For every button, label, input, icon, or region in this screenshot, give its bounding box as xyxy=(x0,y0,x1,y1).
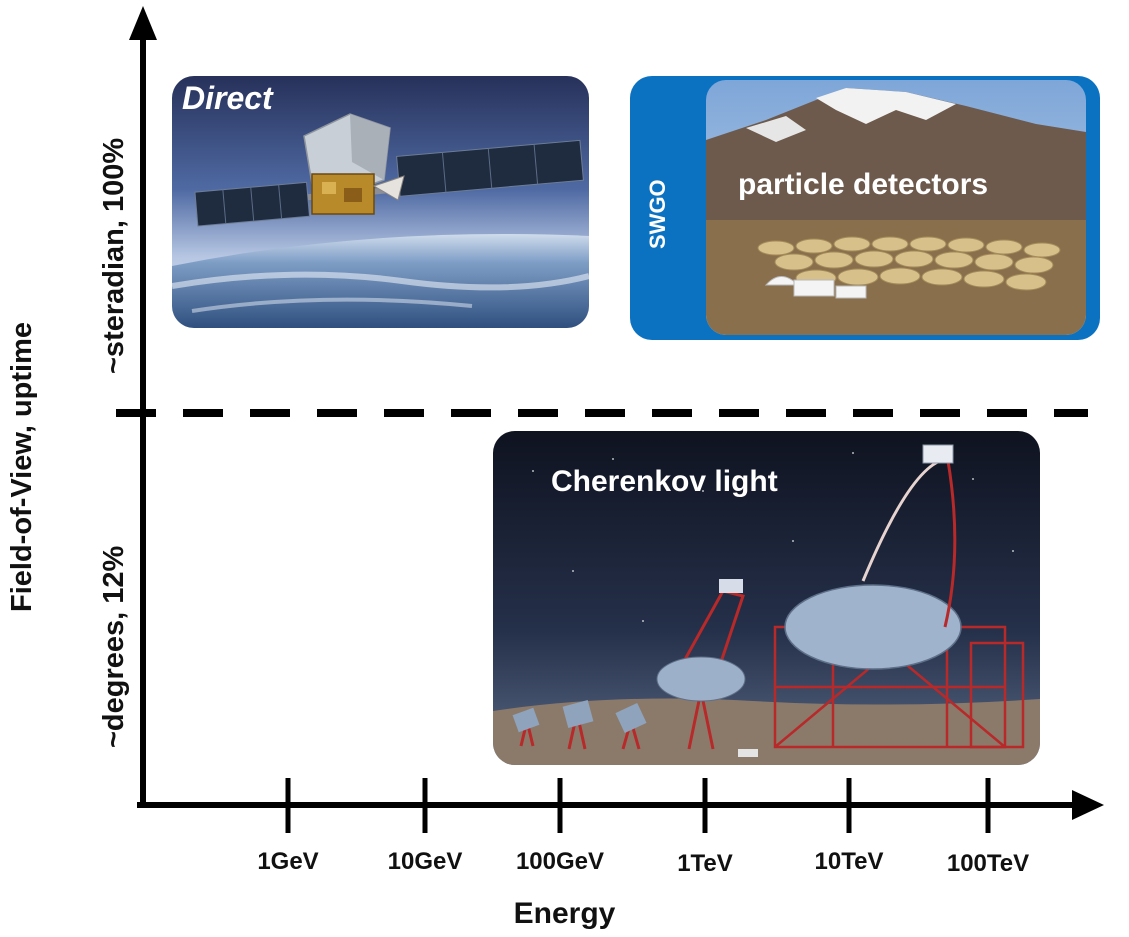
tick-label-10gev: 10GeV xyxy=(387,848,463,875)
x-axis-title: Energy xyxy=(513,897,616,930)
y-axis-arrowhead xyxy=(129,6,157,40)
water-tank-array-illustration xyxy=(706,80,1086,335)
tick-label-1gev: 1GeV xyxy=(257,848,319,875)
tick-label-100tev: 100TeV xyxy=(946,850,1030,877)
particle-detectors-label: particle detectors xyxy=(738,168,989,201)
particle-detectors-photo-frame xyxy=(706,80,1086,335)
x-axis-tick-marks xyxy=(285,778,991,833)
tick-label-100gev: 100GeV xyxy=(515,848,605,875)
direct-label: Direct xyxy=(182,80,273,116)
y-level-upper-label: ~steradian, 100% xyxy=(98,137,130,374)
cherenkov-light-label: Cherenkov light xyxy=(551,465,778,498)
direct-detection-panel: Direct xyxy=(172,76,589,328)
satellite-illustration xyxy=(172,76,589,328)
tick-label-1tev: 1TeV xyxy=(677,850,733,877)
swgo-side-label: SWGO xyxy=(645,179,670,249)
x-axis-arrowhead xyxy=(1072,790,1104,820)
cherenkov-telescopes-illustration xyxy=(493,431,1040,765)
tick-label-10tev: 10TeV xyxy=(814,848,884,875)
y-axis-title: Field-of-View, uptime xyxy=(6,321,38,612)
y-level-lower-label: ~degrees, 12% xyxy=(98,545,130,748)
cherenkov-light-panel: Cherenkov light xyxy=(493,431,1040,765)
particle-detectors-panel: SWGO particle detectors xyxy=(630,76,1100,340)
